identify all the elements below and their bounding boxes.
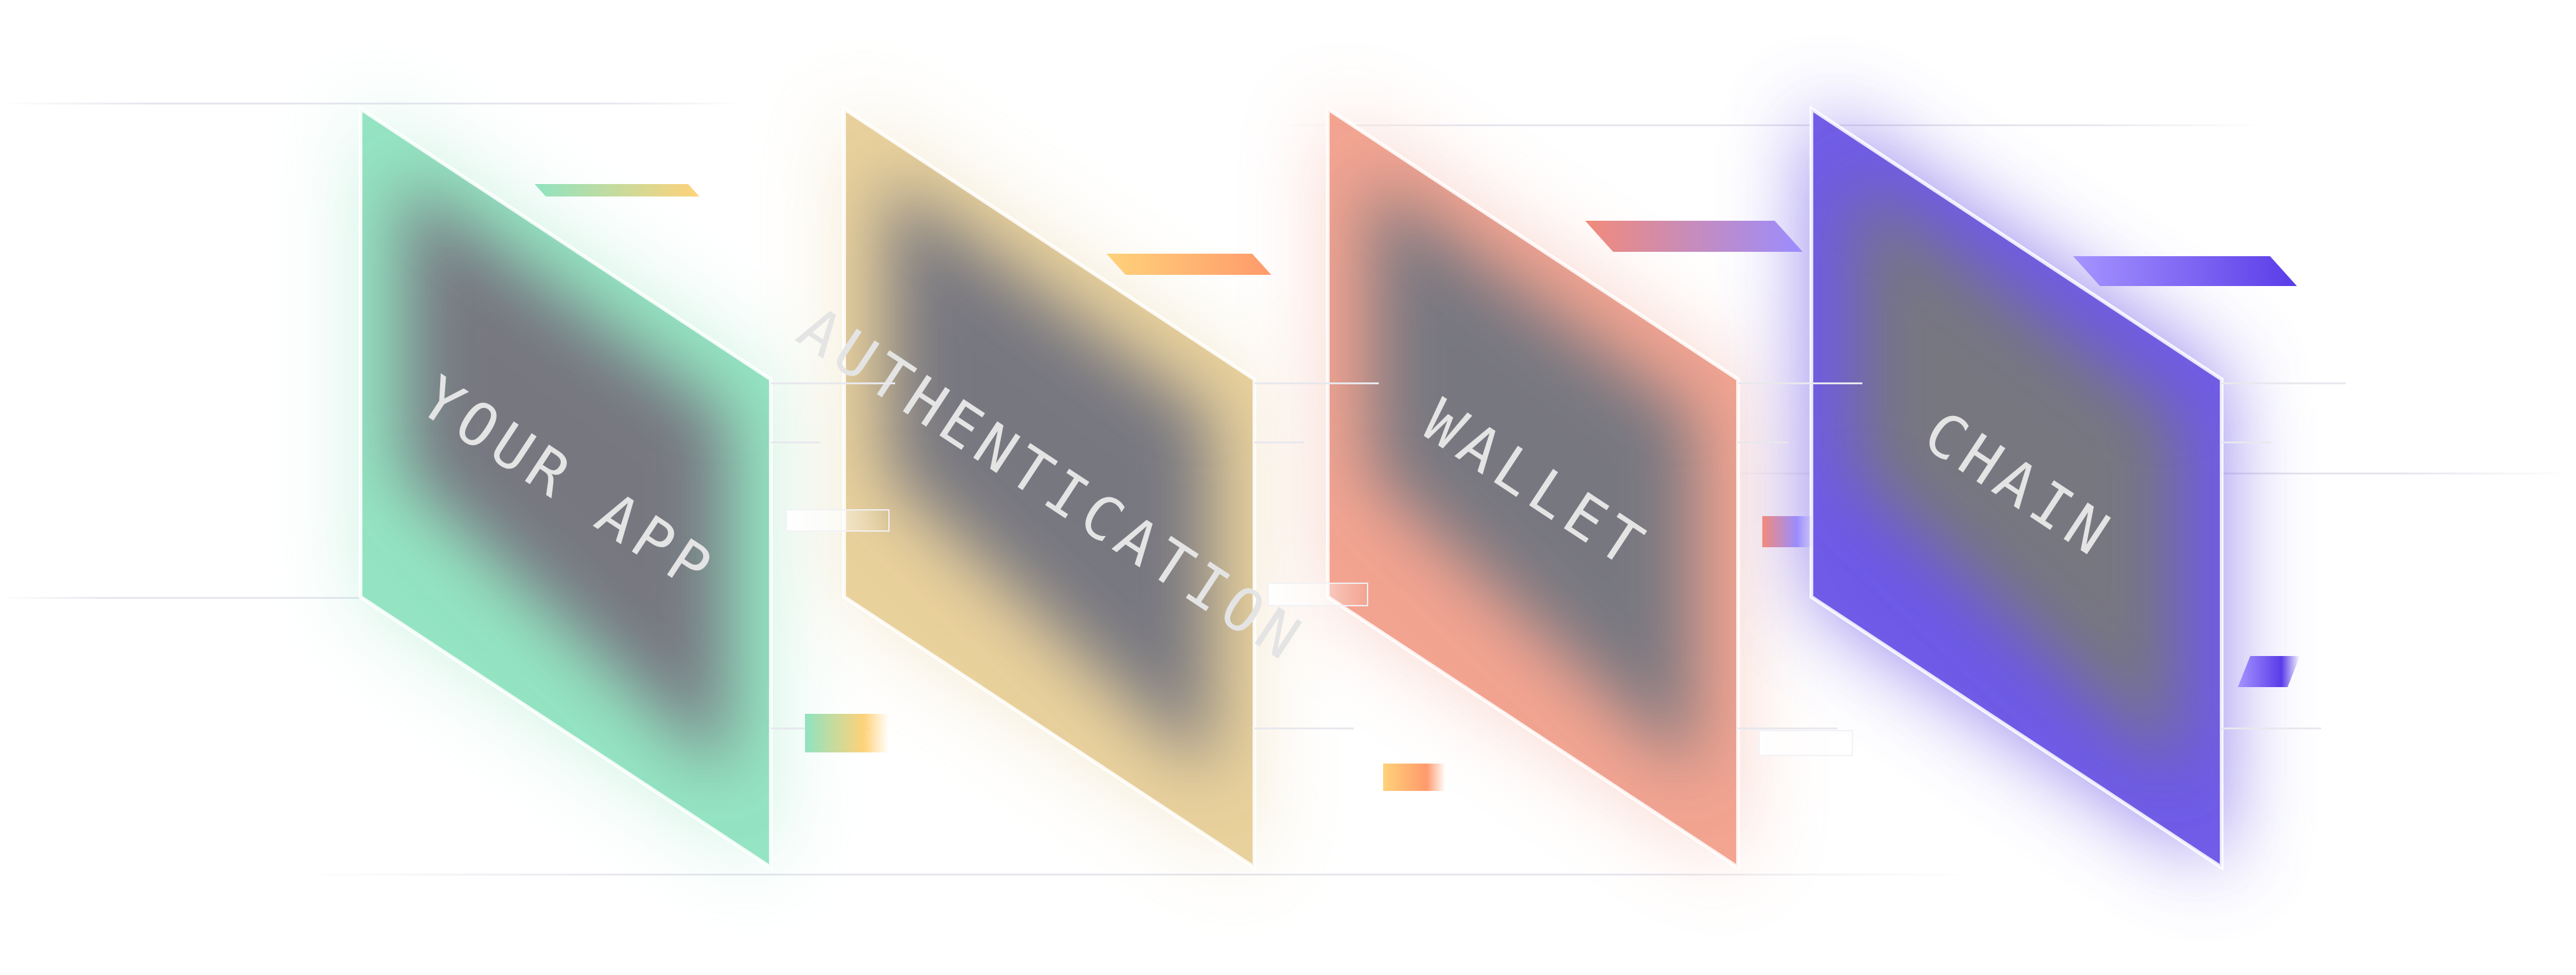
panel-chain: CHAIN	[1810, 105, 2224, 871]
guide-line	[298, 874, 1977, 876]
connector-line	[2222, 382, 2346, 384]
accent-bar-authentication	[1106, 254, 1271, 275]
connector-line	[1254, 441, 1304, 443]
connector-line	[771, 441, 821, 443]
panel-authentication: AUTHENTICATION	[786, 105, 1317, 871]
guide-line	[0, 597, 559, 599]
accent-block-your-app	[805, 714, 889, 752]
connector-lines	[1738, 382, 1862, 729]
accents	[535, 184, 2346, 791]
connector-line	[771, 382, 895, 384]
connector-line	[1254, 728, 1354, 729]
accent-block-authentication	[1383, 764, 1445, 791]
panel-wallet: WALLET	[1326, 105, 1740, 871]
accent-block-wallet	[1762, 516, 1812, 547]
white-bar	[1267, 583, 1368, 606]
connector-line	[1738, 382, 1862, 384]
white-bar	[1759, 730, 1853, 756]
panel-edge	[842, 105, 1256, 871]
connector-line	[2222, 728, 2321, 729]
accent-block-chain	[2238, 656, 2300, 687]
panel-your-app: YOUR APP	[359, 105, 773, 871]
panel-edge	[359, 105, 773, 871]
connector-lines	[2222, 382, 2346, 729]
panel-edge	[1326, 105, 1740, 871]
accent-bar-chain	[2073, 256, 2297, 286]
accent-bar-wallet	[1585, 221, 1803, 252]
connector-line	[1254, 382, 1379, 384]
connector-lines	[1254, 382, 1379, 729]
guide-line	[0, 103, 746, 104]
guide-line	[1274, 124, 2269, 126]
white-bar	[786, 509, 890, 532]
connector-line	[2222, 441, 2271, 443]
accent-bar-your-app	[535, 184, 699, 196]
panel-edge	[1810, 105, 2224, 871]
connector-line	[1738, 441, 1788, 443]
connector-line	[1738, 728, 1838, 729]
